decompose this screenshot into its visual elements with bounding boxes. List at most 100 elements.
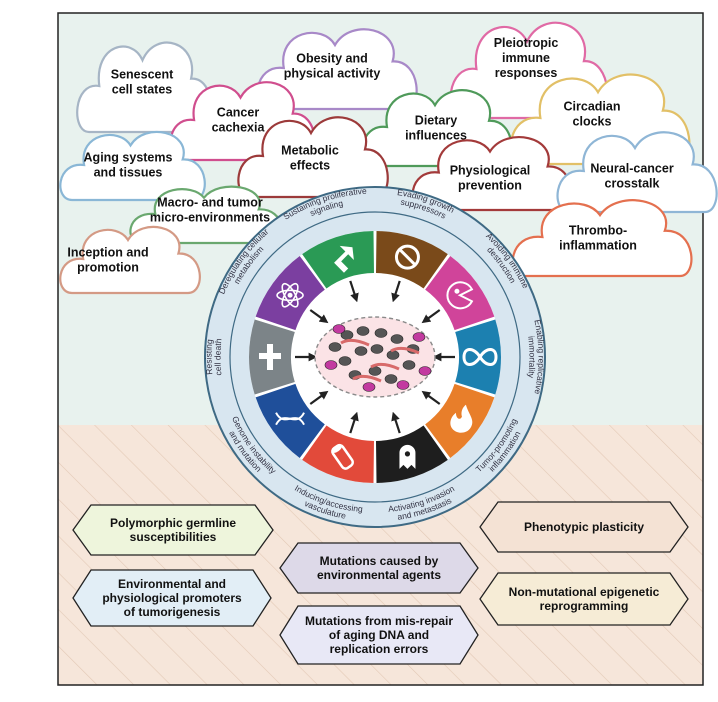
hallmark-segment	[302, 425, 374, 483]
inward-arrow	[421, 390, 441, 405]
cloud-label: Macro- and tumor	[157, 196, 263, 210]
factor-label: reprogramming	[540, 599, 629, 613]
cloud-label: Circadian	[564, 100, 621, 114]
dna-icon	[275, 412, 305, 426]
factor-label: Environmental and	[118, 577, 226, 591]
inward-arrow	[349, 280, 359, 303]
cloud-thrombo: Thrombo-inflammation	[511, 199, 693, 278]
hexagon-shape	[72, 504, 274, 556]
cloud-shape	[556, 131, 718, 214]
hallmark-invasion	[376, 425, 448, 483]
cloud-label: effects	[290, 159, 330, 173]
hallmark-metabolism	[255, 255, 325, 331]
atom-icon	[276, 282, 304, 308]
cloud-label: clocks	[573, 115, 612, 129]
hallmark-segment	[255, 383, 325, 459]
factor-label: physiological promoters	[102, 591, 242, 605]
factor-label: Polymorphic germline	[110, 516, 236, 530]
cloud-label: Thrombo-	[569, 224, 627, 238]
hallmark-growth	[376, 231, 448, 289]
cloud-shape	[256, 28, 418, 111]
hexagon-shape	[279, 605, 479, 665]
factor-label: susceptibilities	[130, 530, 217, 544]
factor-label: of aging DNA and	[329, 628, 429, 642]
pacman-cell-icon	[446, 281, 474, 310]
cloud-shape	[59, 225, 201, 295]
cloud-label: micro-environments	[150, 211, 270, 225]
hexagon-shape	[72, 569, 272, 627]
hallmark-segment	[455, 319, 502, 395]
cloud-label: inflammation	[559, 239, 637, 253]
hallmark-label: Enabling replicative	[532, 319, 546, 396]
factor-label: Mutations from mis-repair	[305, 614, 453, 628]
hallmark-inflammation	[425, 383, 495, 459]
cloud-label: crosstalk	[605, 177, 660, 191]
arrow-icon	[334, 245, 354, 273]
hallmark-vasculature	[302, 425, 374, 483]
cloud-shape	[59, 130, 206, 202]
hallmark-label: Resisting	[203, 338, 214, 375]
cloud-label: Neural-cancer	[590, 162, 674, 176]
inward-arrow	[391, 280, 401, 303]
inward-arrow	[309, 390, 329, 405]
cloud-label: cachexia	[212, 121, 266, 135]
factor-label: Mutations caused by	[320, 554, 439, 568]
cross-icon	[259, 344, 281, 370]
cloud-shape	[237, 116, 389, 199]
hallmark-proliferative	[302, 231, 374, 289]
cloud-label: Obesity and	[296, 52, 368, 66]
cloud-label: Cancer	[217, 106, 260, 120]
hallmark-segment	[425, 255, 495, 331]
hallmark-label: cell death	[212, 338, 223, 376]
infinity-icon	[462, 348, 498, 366]
factor-label: Non-mutational epigenetic	[509, 585, 660, 599]
hexagon-shape	[479, 501, 689, 553]
cloud-shape	[511, 199, 693, 278]
prohibition-icon	[394, 244, 420, 270]
hallmark-celldeath	[249, 319, 295, 395]
vessel-icon	[331, 443, 355, 470]
factor-label: Phenotypic plasticity	[524, 520, 644, 534]
inward-arrow	[391, 411, 401, 434]
hallmark-label: immortality	[526, 335, 537, 379]
wheel-inner-border	[229, 211, 521, 503]
cloud-label: Dietary	[415, 114, 457, 128]
cloud-label: and tissues	[94, 166, 163, 180]
factor-label: of tumorigenesis	[124, 605, 221, 619]
hallmark-immune	[425, 255, 495, 331]
inward-arrow	[421, 309, 441, 324]
cloud-label: Inception and	[67, 246, 148, 260]
factor-label: environmental agents	[317, 568, 441, 582]
flame-icon	[450, 404, 473, 433]
cloud-label: promotion	[77, 261, 139, 275]
cloud-label: physical activity	[284, 67, 381, 81]
frame-border	[57, 12, 704, 686]
hexagon-shape	[279, 542, 479, 594]
cloud-label: Senescent	[111, 68, 174, 82]
factor-label: replication errors	[330, 642, 429, 656]
hexagon-shape	[479, 572, 689, 626]
ghost-cell-icon	[399, 444, 416, 469]
tumor-cluster	[314, 316, 436, 398]
hallmark-genome	[255, 383, 325, 459]
inward-arrow	[309, 309, 329, 324]
cloud-label: Pleiotropic	[494, 36, 559, 50]
cloud-label: influences	[405, 129, 467, 143]
cloud-label: prevention	[458, 179, 522, 193]
hallmarks-wheel: Sustaining proliferativesignalingEvading…	[203, 186, 547, 528]
